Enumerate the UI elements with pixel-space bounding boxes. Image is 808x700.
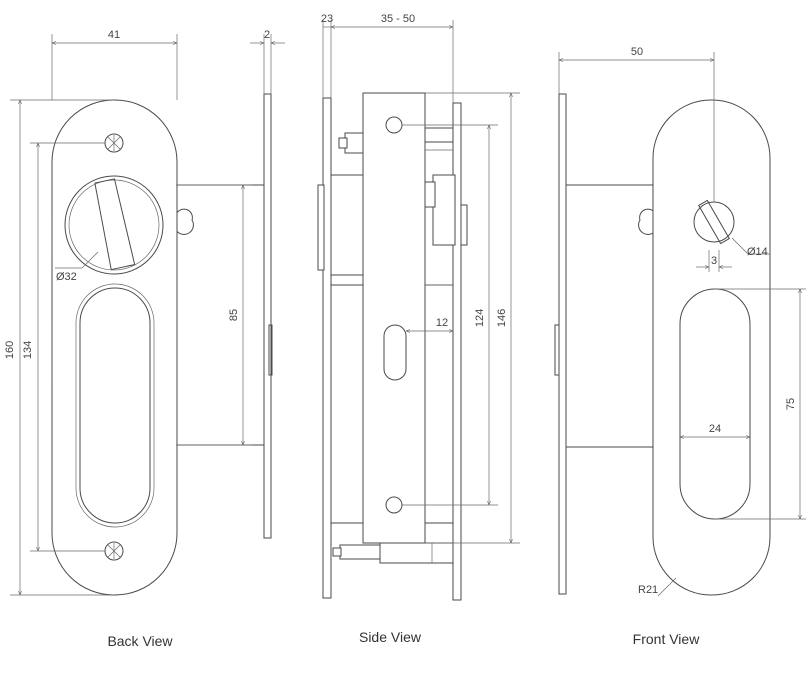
dim-back-plate-thickness: 2 — [264, 29, 270, 41]
side-lock-body — [362, 92, 426, 544]
front-mounting-plate — [565, 184, 657, 448]
caption-side-view: Side View — [359, 629, 422, 645]
front-view: 50 Ø14 3 24 75 R21 Front View — [554, 46, 806, 647]
dim-back-height-screws: 134 — [22, 341, 34, 359]
back-escutcheon — [51, 99, 178, 596]
dim-side-height-outer: 146 — [496, 309, 508, 327]
caption-front-view: Front View — [633, 631, 701, 647]
back-pull-recess — [79, 287, 151, 524]
caption-back-view: Back View — [107, 633, 173, 649]
thumb-turn-knob-icon — [64, 175, 164, 275]
dim-side-door-range: 35 - 50 — [381, 13, 415, 25]
dim-front-knob-dia: Ø14 — [747, 246, 768, 258]
side-keyhole-slot — [383, 324, 407, 381]
dim-front-radius: R21 — [638, 584, 658, 596]
dim-back-width: 41 — [108, 29, 120, 41]
front-plate-edge — [558, 93, 567, 595]
dim-back-height-outer: 160 — [4, 341, 16, 359]
dim-back-slot-height: 85 — [228, 309, 240, 321]
dim-front-pull-height: 75 — [785, 398, 797, 410]
side-left-plate — [322, 97, 332, 599]
back-plate-edge — [263, 93, 272, 539]
dim-side-offset: 12 — [436, 317, 448, 329]
side-view: 23 35 - 50 12 124 146 Side View — [317, 13, 520, 645]
back-mounting-plate — [175, 184, 267, 446]
dim-side-plate: 23 — [321, 13, 333, 25]
dim-front-pull-width: 24 — [709, 423, 721, 435]
dim-front-slot-gap: 3 — [711, 255, 717, 267]
dim-back-knob-dia: Ø32 — [56, 271, 77, 283]
dim-side-height-inner: 124 — [474, 309, 486, 327]
top-screw-icon — [104, 133, 124, 153]
back-view: 41 2 160 134 85 Ø32 Back View — [4, 29, 285, 649]
front-escutcheon — [652, 99, 771, 596]
dim-front-width: 50 — [631, 46, 643, 58]
